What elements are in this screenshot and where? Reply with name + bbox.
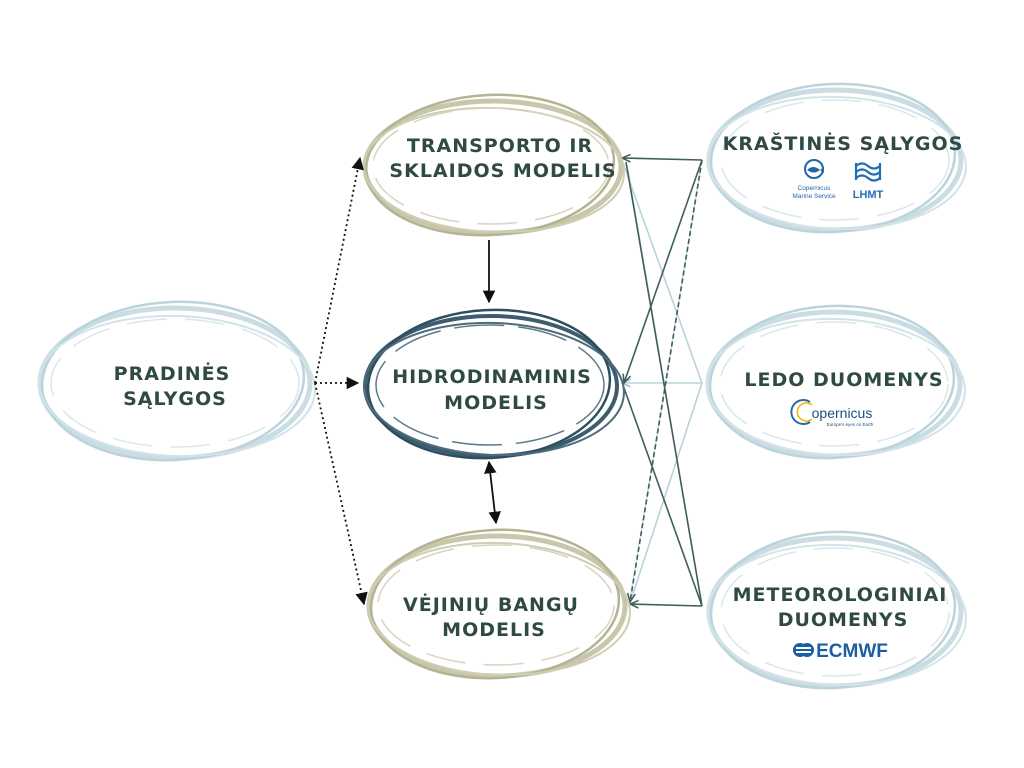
wave-label-line2: MODELIS — [442, 619, 546, 641]
source-connectors — [621, 158, 703, 607]
connector-ice-transport — [621, 159, 703, 384]
ice-label: LEDO DUOMENYS — [744, 369, 943, 391]
copernicus-marine-line1: Copernicus — [798, 185, 832, 192]
wave-stack-icon — [854, 162, 882, 182]
node-ice — [705, 304, 966, 460]
node-initial — [37, 300, 316, 462]
connector-meteo-wave — [630, 604, 703, 606]
transport-label-line1: TRANSPORTO IR — [407, 135, 593, 157]
connector-boundary-hydro — [624, 159, 703, 383]
ecmwf-swirl-icon — [793, 643, 814, 657]
node-wave — [366, 528, 631, 680]
lhmt-logo: LHMT — [853, 162, 884, 201]
connector-meteo-transport — [625, 161, 703, 607]
node-boundary — [706, 82, 967, 234]
copernicus-text: opernicus — [812, 405, 873, 421]
ecmwf-logo: ECMWF — [793, 641, 888, 662]
arrow-hydro-wave — [484, 460, 501, 525]
node-hydro — [363, 308, 625, 460]
connector-meteo-hydro — [623, 387, 703, 607]
node-transport — [362, 93, 625, 237]
connector-ice-wave — [629, 382, 703, 604]
transport-label-line2: SKLAIDOS MODELIS — [389, 160, 616, 182]
copernicus-subtext: Europe's eyes on Earth — [827, 422, 874, 427]
meteo-label-line1: METEOROLOGINIAI — [733, 584, 948, 606]
ecmwf-text: ECMWF — [816, 641, 888, 662]
initial-label-line2: SĄLYGOS — [123, 388, 227, 410]
connector-boundary-transport — [622, 158, 703, 160]
boundary-label: KRAŠTINĖS SĄLYGOS — [723, 131, 964, 155]
copernicus-c-icon — [790, 399, 811, 425]
copernicus-marine-line2: Marine Service — [792, 193, 836, 200]
hydro-label-line2: MODELIS — [444, 392, 548, 414]
copernicus-marine-logo: Copernicus Marine Service — [792, 159, 836, 200]
lhmt-text: LHMT — [853, 189, 884, 201]
copernicus-logo: opernicus Europe's eyes on Earth — [790, 399, 874, 427]
model-arrows — [314, 156, 501, 606]
initial-label-line1: PRADINĖS — [114, 361, 231, 385]
connector-boundary-wave-dashed — [630, 159, 703, 602]
arrow-initial-wave — [314, 382, 368, 606]
fish-circle-icon — [804, 159, 824, 179]
arrow-initial-transport — [314, 156, 364, 384]
meteo-label-line2: DUOMENYS — [778, 609, 909, 631]
hydro-label-line1: HIDRODINAMINIS — [392, 366, 592, 388]
node-meteo — [706, 530, 967, 690]
wave-label-line1: VĖJINIŲ BANGŲ — [403, 592, 579, 616]
